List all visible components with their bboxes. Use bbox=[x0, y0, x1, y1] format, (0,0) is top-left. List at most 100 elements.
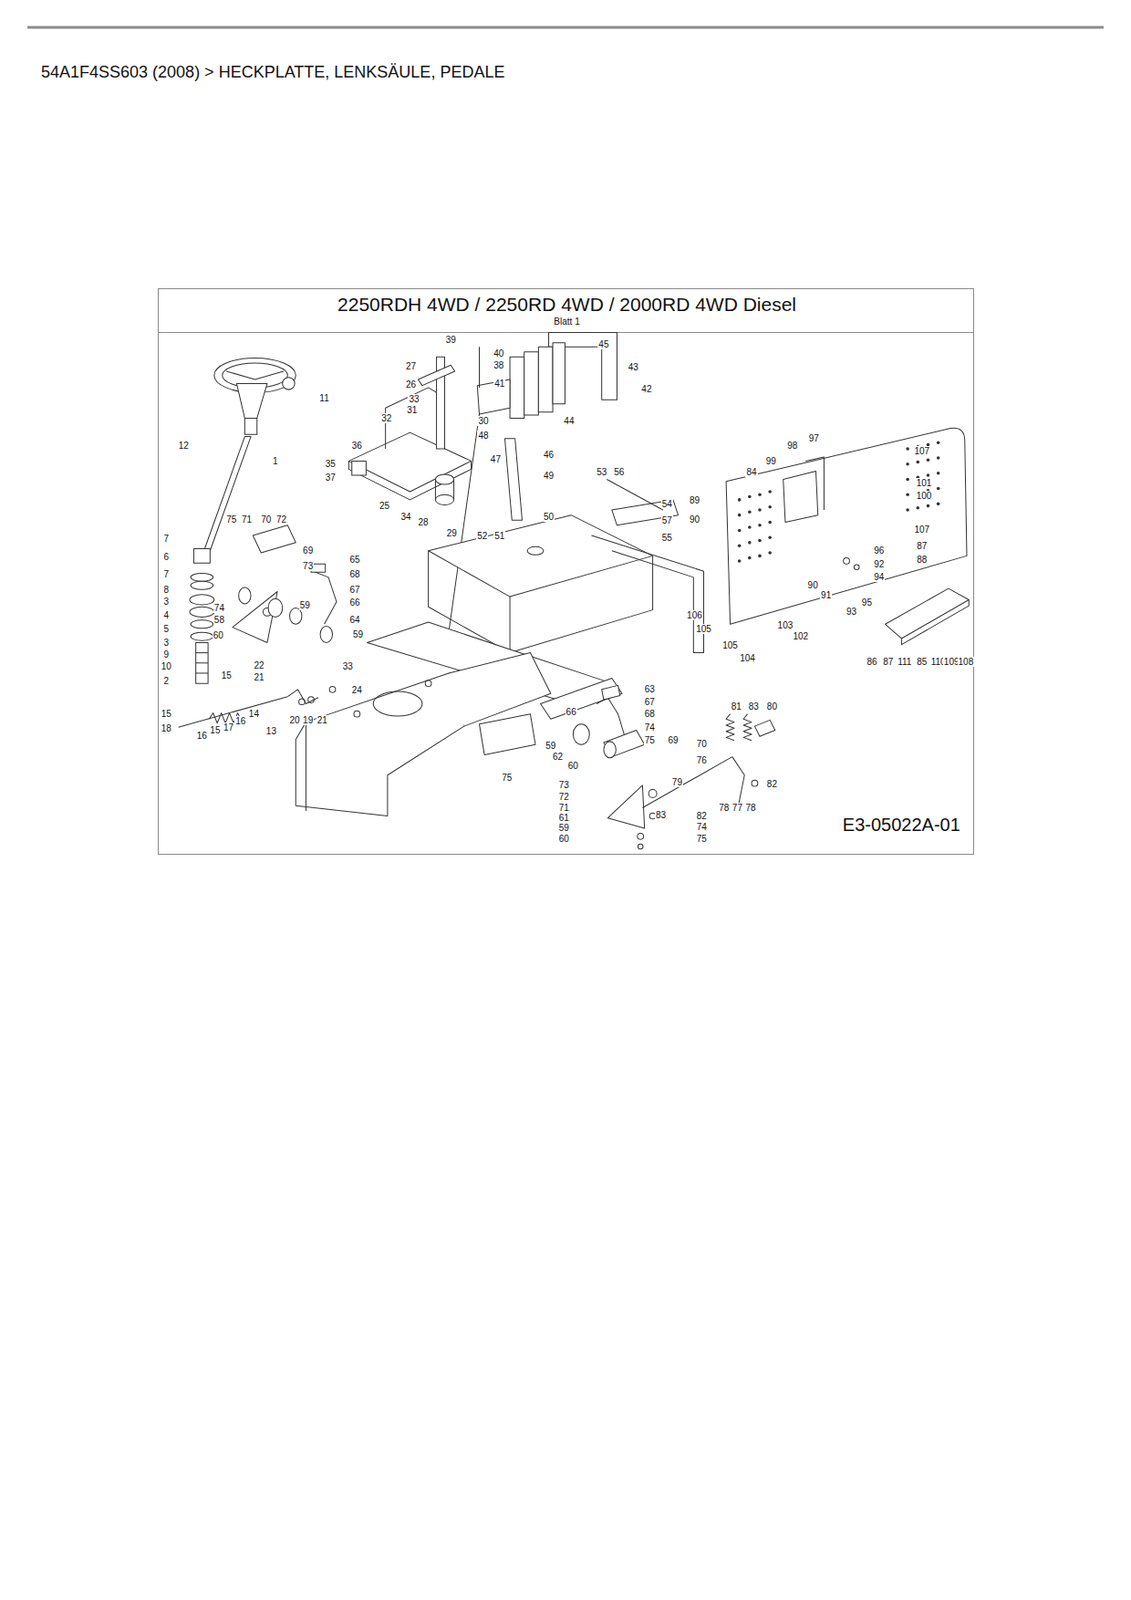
chassis bbox=[295, 479, 704, 817]
chassis-part bbox=[448, 653, 551, 727]
right-pedal-part bbox=[637, 843, 644, 850]
callout-number: 36 bbox=[351, 440, 364, 451]
rear-plate-part-part bbox=[916, 460, 921, 465]
callout-number: 106 bbox=[685, 610, 704, 621]
chassis-part bbox=[305, 722, 307, 811]
callout-number: 82 bbox=[695, 810, 708, 821]
callout-number: 53 bbox=[595, 466, 608, 478]
rear-plate-part-part bbox=[767, 505, 772, 509]
callout-number: 92 bbox=[872, 559, 885, 570]
callout-number: 26 bbox=[404, 379, 417, 390]
right-pedal-part bbox=[754, 719, 775, 737]
rear-plate-part-part bbox=[767, 535, 772, 540]
callout-number: 105 bbox=[695, 623, 713, 634]
right-pedal-part bbox=[596, 697, 624, 735]
left-pedal-part bbox=[308, 569, 337, 624]
callout-number: 102 bbox=[791, 631, 810, 642]
callout-number: 11 bbox=[318, 393, 330, 404]
rear-plate-part-part bbox=[936, 440, 941, 445]
rear-plate-part-part bbox=[757, 523, 762, 528]
callout-number: 60 bbox=[567, 760, 580, 771]
callout-number: 74 bbox=[643, 722, 656, 733]
callout-number: 5 bbox=[162, 623, 170, 634]
callout-number: 75 bbox=[643, 735, 656, 746]
callout-number: 73 bbox=[558, 779, 571, 790]
callout-number: 51 bbox=[493, 530, 506, 541]
callout-number: 48 bbox=[477, 430, 489, 441]
rear-plate-part-part bbox=[926, 504, 931, 509]
callout-number: 28 bbox=[416, 517, 429, 528]
rear-plate-part-part bbox=[926, 473, 931, 478]
rear-plate-part-part bbox=[747, 510, 752, 515]
rear-plate-part-part bbox=[936, 471, 941, 476]
seat-plate-part bbox=[435, 494, 454, 505]
callout-number: 6 bbox=[162, 551, 170, 562]
hydraulic-valve-part bbox=[524, 352, 540, 416]
callout-number: 67 bbox=[643, 696, 656, 707]
seat-plate-part bbox=[435, 474, 454, 485]
callout-number: 69 bbox=[666, 735, 679, 746]
callout-number: 49 bbox=[542, 470, 555, 481]
chassis-part bbox=[373, 691, 423, 716]
callout-number: 64 bbox=[349, 614, 362, 625]
drawing-number: E3-05022A-01 bbox=[842, 814, 961, 836]
callout-number: 14 bbox=[248, 708, 260, 719]
callout-number: 90 bbox=[807, 580, 820, 591]
chassis-part bbox=[606, 479, 663, 511]
hydraulic-valve-part bbox=[478, 346, 480, 388]
callout-number: 27 bbox=[404, 361, 417, 372]
callout-number: 98 bbox=[786, 440, 799, 451]
rear-plate-part bbox=[726, 427, 967, 624]
callout-number: 44 bbox=[562, 415, 575, 426]
rear-plate-part bbox=[853, 564, 860, 571]
callout-number: 93 bbox=[845, 606, 858, 617]
callout-number: 101 bbox=[915, 477, 934, 488]
callout-number: 85 bbox=[915, 656, 928, 667]
callout-number: 15 bbox=[220, 670, 233, 681]
seat-plate-part bbox=[385, 387, 439, 449]
callout-number: 83 bbox=[654, 809, 667, 820]
callout-number: 33 bbox=[342, 661, 354, 672]
callout-number: 3 bbox=[162, 596, 170, 607]
callout-number: 63 bbox=[643, 684, 656, 695]
left-pedal bbox=[232, 525, 337, 644]
callout-number: 30 bbox=[477, 415, 489, 426]
steering-column-part bbox=[190, 620, 214, 629]
rear-plate-part-part bbox=[757, 508, 762, 512]
callout-number: 50 bbox=[542, 511, 555, 522]
rear-plate-part bbox=[783, 471, 819, 523]
rear-plate-part bbox=[843, 558, 851, 565]
rear-plate-part-part bbox=[936, 502, 941, 507]
callout-number: 100 bbox=[915, 490, 934, 501]
callout-number: 39 bbox=[445, 334, 457, 345]
callout-number: 16 bbox=[196, 730, 208, 741]
callout-number: 15 bbox=[160, 708, 173, 719]
rear-plate-part-part bbox=[737, 543, 742, 548]
steering-wheel bbox=[214, 357, 296, 435]
callout-number: 96 bbox=[872, 545, 885, 556]
page-title: 54A1F4SS603 (2008) > HECKPLATTE, LENKSÄU… bbox=[41, 62, 505, 83]
callout-number: 111 bbox=[896, 656, 913, 667]
rear-plate-part-part bbox=[747, 525, 752, 530]
left-pedal-part bbox=[320, 626, 333, 644]
steering-column bbox=[189, 436, 251, 685]
tie-rod-part bbox=[299, 698, 306, 706]
hydraulic-valve-part bbox=[448, 414, 480, 633]
rear-plate-part-part bbox=[905, 446, 910, 451]
callout-number: 66 bbox=[349, 597, 362, 608]
frame-heading: 2250RDH 4WD / 2250RD 4WD / 2000RD 4WD Di… bbox=[337, 293, 797, 316]
callout-number: 43 bbox=[627, 362, 640, 373]
chassis-part bbox=[428, 515, 654, 597]
rear-plate-part-part bbox=[737, 498, 742, 502]
callout-number: 59 bbox=[352, 629, 364, 640]
callout-number: 72 bbox=[275, 514, 288, 525]
chassis-part bbox=[353, 710, 361, 717]
callout-number: 107 bbox=[913, 446, 931, 457]
steering-wheel-part bbox=[226, 371, 284, 380]
callout-number: 107 bbox=[913, 524, 931, 535]
callout-number: 82 bbox=[766, 778, 779, 789]
callout-number: 65 bbox=[349, 554, 362, 565]
callout-number: 59 bbox=[558, 822, 571, 833]
steering-column-part bbox=[193, 549, 210, 564]
